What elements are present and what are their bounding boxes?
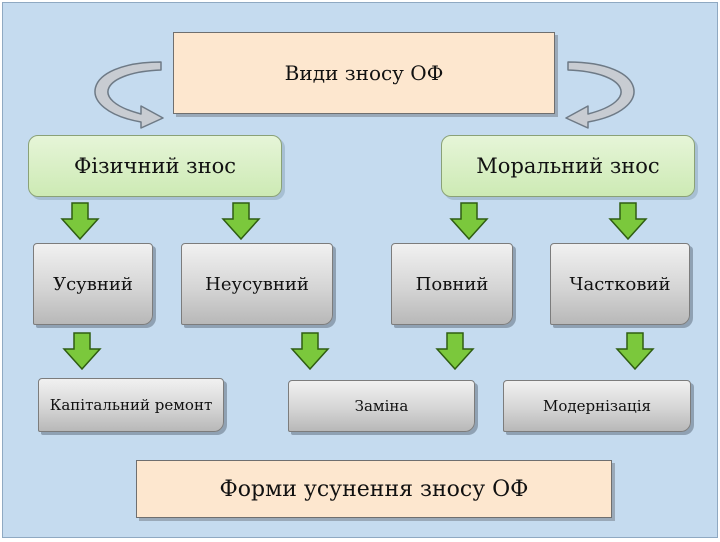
down-arrow-icon bbox=[449, 202, 489, 240]
down-arrow-icon bbox=[221, 202, 261, 240]
physical-wear-box: Фізичний знос bbox=[28, 135, 282, 197]
down-arrow-icon bbox=[290, 332, 330, 370]
modernization-box: Модернізація bbox=[503, 380, 691, 432]
moral-wear-box: Моральний знос bbox=[441, 135, 695, 197]
down-arrow-icon bbox=[608, 202, 648, 240]
capital-repair-label: Капітальний ремонт bbox=[49, 395, 213, 414]
replacement-box: Заміна bbox=[288, 380, 475, 432]
partial-label: Частковий bbox=[569, 273, 671, 295]
curved-arrow-right-icon bbox=[565, 61, 635, 129]
title-box: Види зносу ОФ bbox=[173, 32, 555, 114]
replacement-label: Заміна bbox=[354, 397, 409, 415]
physical-wear-label: Фізичний знос bbox=[73, 154, 236, 178]
full-label: Повний bbox=[415, 273, 489, 295]
nonremovable-label: Неусувний bbox=[205, 273, 309, 295]
footer-title: Форми усунення зносу ОФ bbox=[219, 476, 529, 502]
capital-repair-box: Капітальний ремонт bbox=[38, 378, 224, 432]
removable-box: Усувний bbox=[33, 243, 153, 325]
partial-box: Частковий bbox=[550, 243, 690, 325]
modernization-label: Модернізація bbox=[543, 397, 651, 415]
down-arrow-icon bbox=[60, 202, 100, 240]
curved-arrow-left-icon bbox=[94, 61, 164, 129]
full-box: Повний bbox=[391, 243, 513, 325]
down-arrow-icon bbox=[62, 332, 102, 370]
removable-label: Усувний bbox=[53, 273, 133, 295]
diagram-title: Види зносу ОФ bbox=[284, 61, 444, 85]
down-arrow-icon bbox=[435, 332, 475, 370]
nonremovable-box: Неусувний bbox=[181, 243, 333, 325]
footer-box: Форми усунення зносу ОФ bbox=[136, 460, 612, 518]
moral-wear-label: Моральний знос bbox=[476, 154, 660, 178]
down-arrow-icon bbox=[615, 332, 655, 370]
